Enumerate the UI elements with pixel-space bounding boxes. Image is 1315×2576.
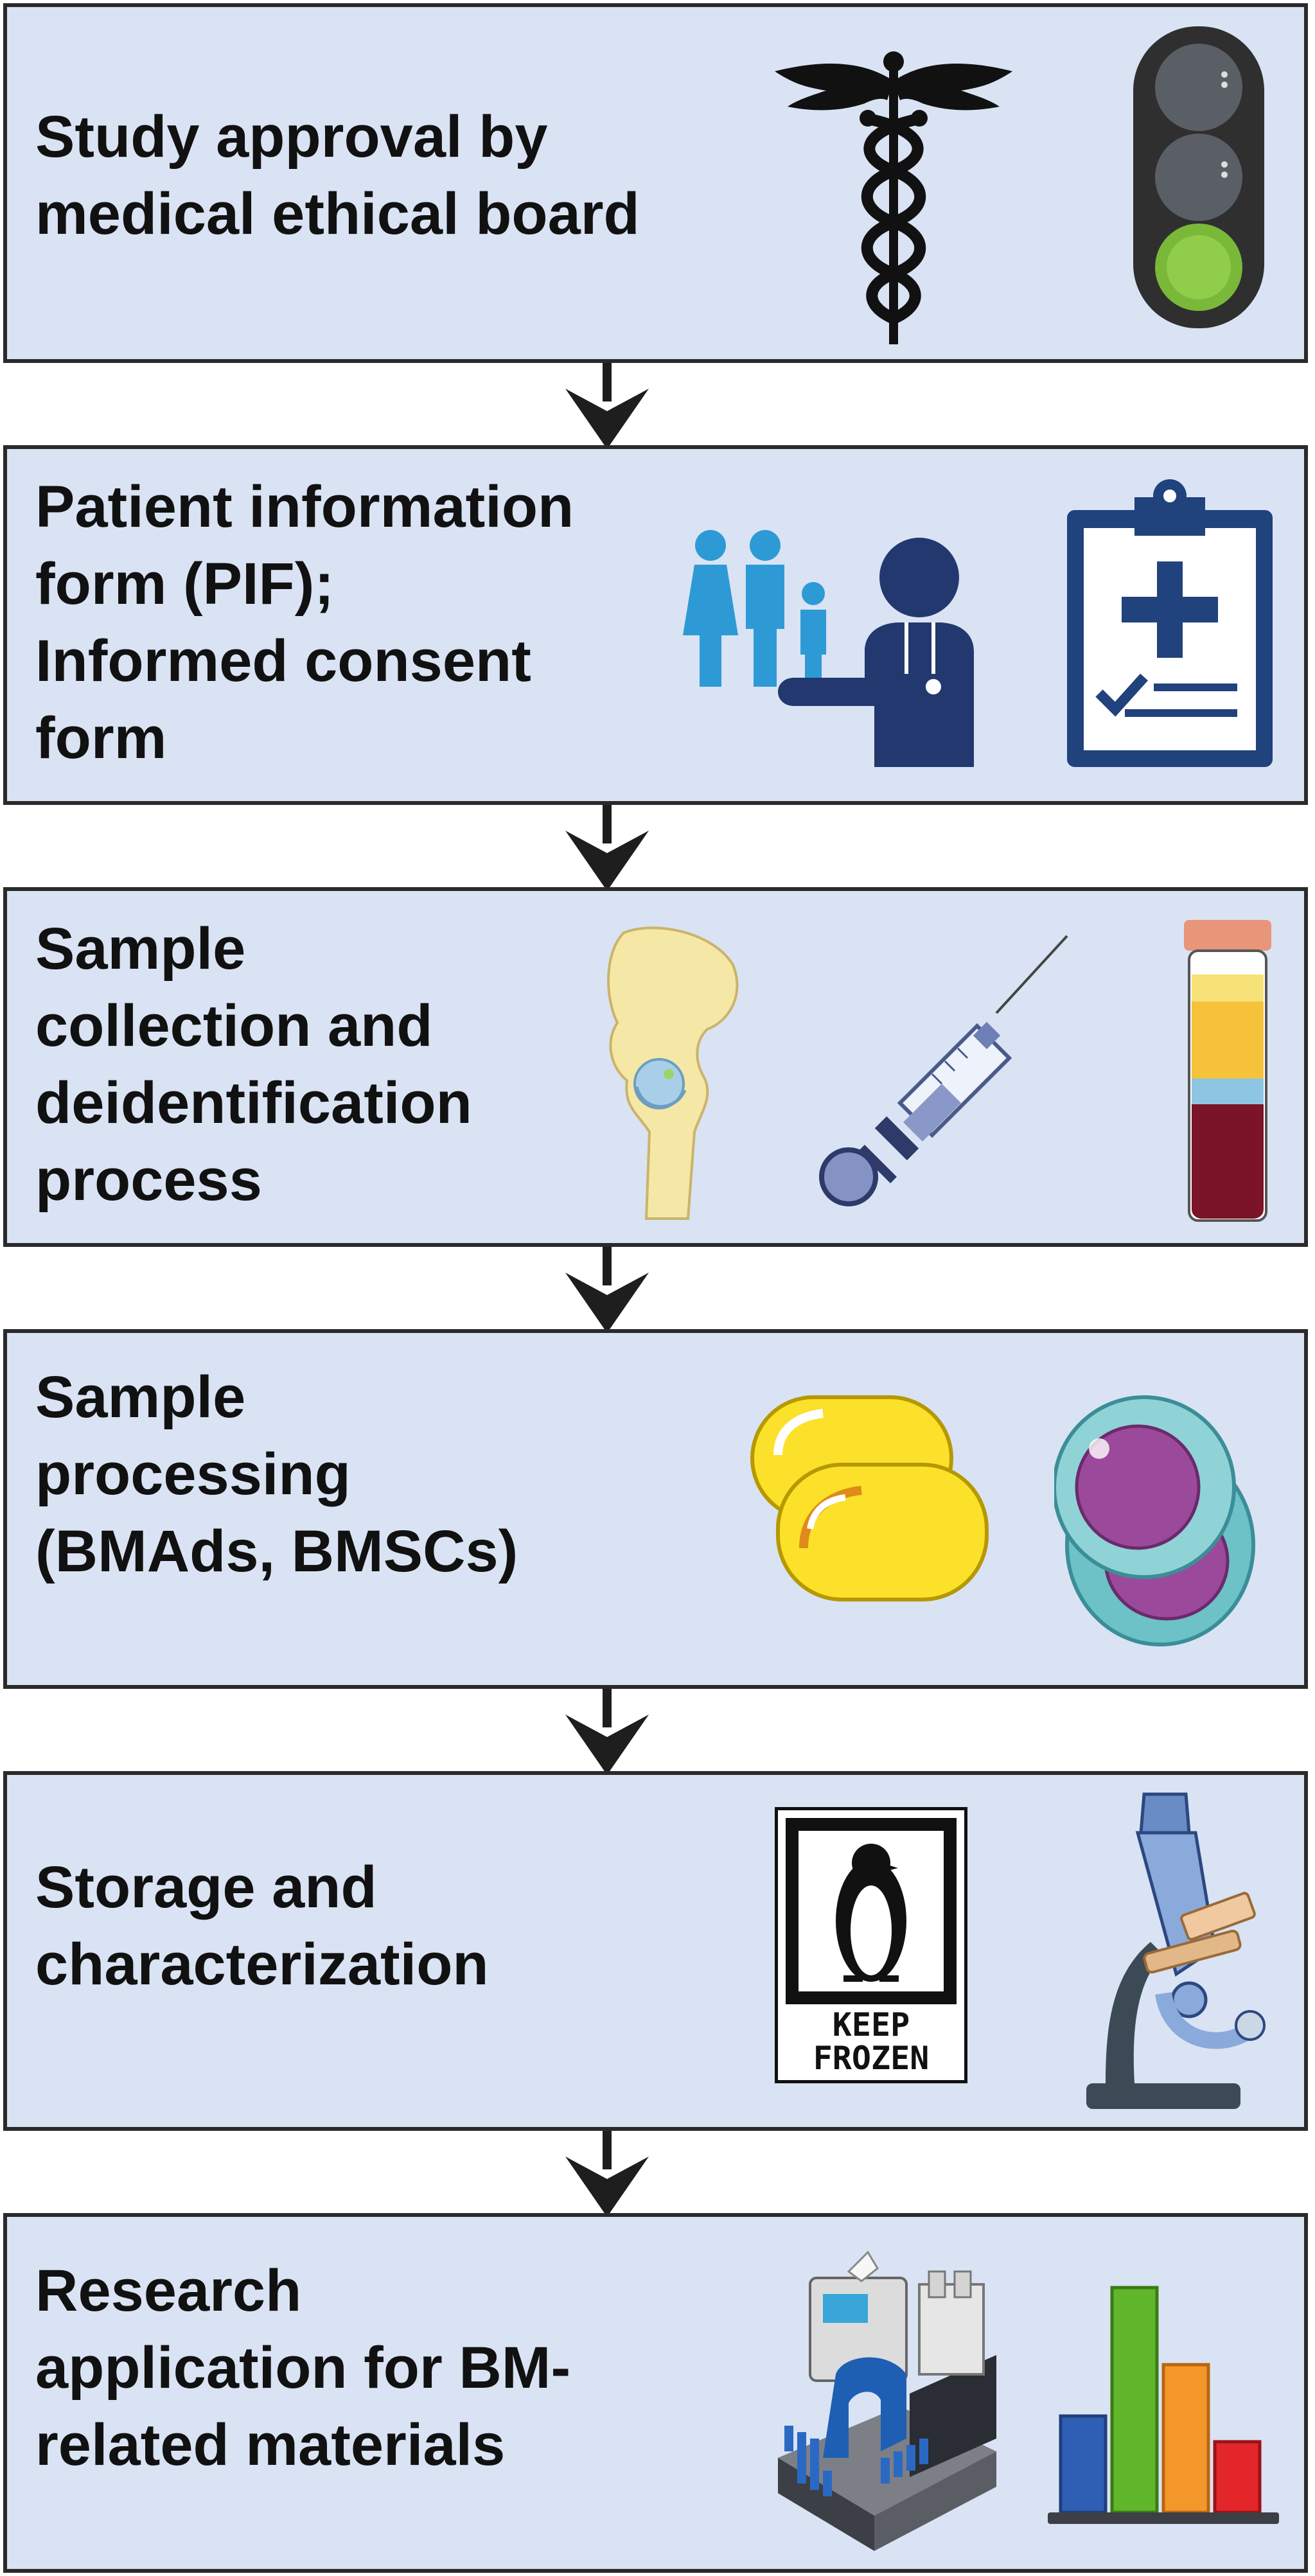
step-5-text: Storage and characterization: [35, 1855, 489, 1997]
flow-arrow-4: [565, 1689, 649, 1775]
step-4-text: Sample processing (BMAds, BMSCs): [35, 1364, 518, 1584]
keep-text: KEEP: [832, 2006, 910, 2043]
adipocytes-icon: [750, 1395, 989, 1601]
step-6-text: Research application for BM- related mat…: [35, 2258, 571, 2478]
traffic-light-icon: [1133, 26, 1264, 328]
frozen-text: FROZEN: [813, 2040, 930, 2077]
step-1-text: Study approval by medical ethical board: [35, 104, 640, 247]
microscope-icon: [1086, 1792, 1266, 2109]
step-3-text: Sample collection and deidentification p…: [35, 916, 472, 1213]
stem-cells-icon: [1054, 1395, 1255, 1646]
hip-joint-icon: [607, 926, 739, 1220]
step-3-box: Sample collection and deidentification p…: [3, 887, 1308, 1247]
step-1-box: Study approval by medical ethical board: [3, 3, 1308, 363]
lab-analyzer-icon: [778, 2250, 996, 2551]
bar-chart-icon: [1048, 2286, 1279, 2524]
family-doctor-icon: [683, 530, 974, 767]
step-2-box: Patient information form (PIF); Informed…: [3, 445, 1308, 805]
flow-arrow-3: [565, 1247, 649, 1333]
flow-arrow-1: [565, 363, 649, 449]
step-5-box: Storage and characterization KEEP FROZEN: [3, 1771, 1308, 2131]
syringe-icon: [819, 935, 1068, 1206]
blood-tube-icon: [1184, 920, 1271, 1222]
step-4-box: Sample processing (BMAds, BMSCs): [3, 1329, 1308, 1689]
keep-frozen-sign-icon: KEEP FROZEN: [775, 1807, 967, 2083]
caduceus-icon: [775, 51, 1012, 344]
step-6-box: Research application for BM- related mat…: [3, 2213, 1308, 2573]
step-2-text: Patient information form (PIF); Informed…: [35, 474, 574, 771]
keep-frozen-label: KEEP FROZEN: [778, 2008, 964, 2075]
flow-arrow-5: [565, 2131, 649, 2217]
penguin-icon: [786, 1818, 957, 2004]
flow-arrow-2: [565, 805, 649, 891]
medical-clipboard-icon: [1067, 479, 1273, 767]
